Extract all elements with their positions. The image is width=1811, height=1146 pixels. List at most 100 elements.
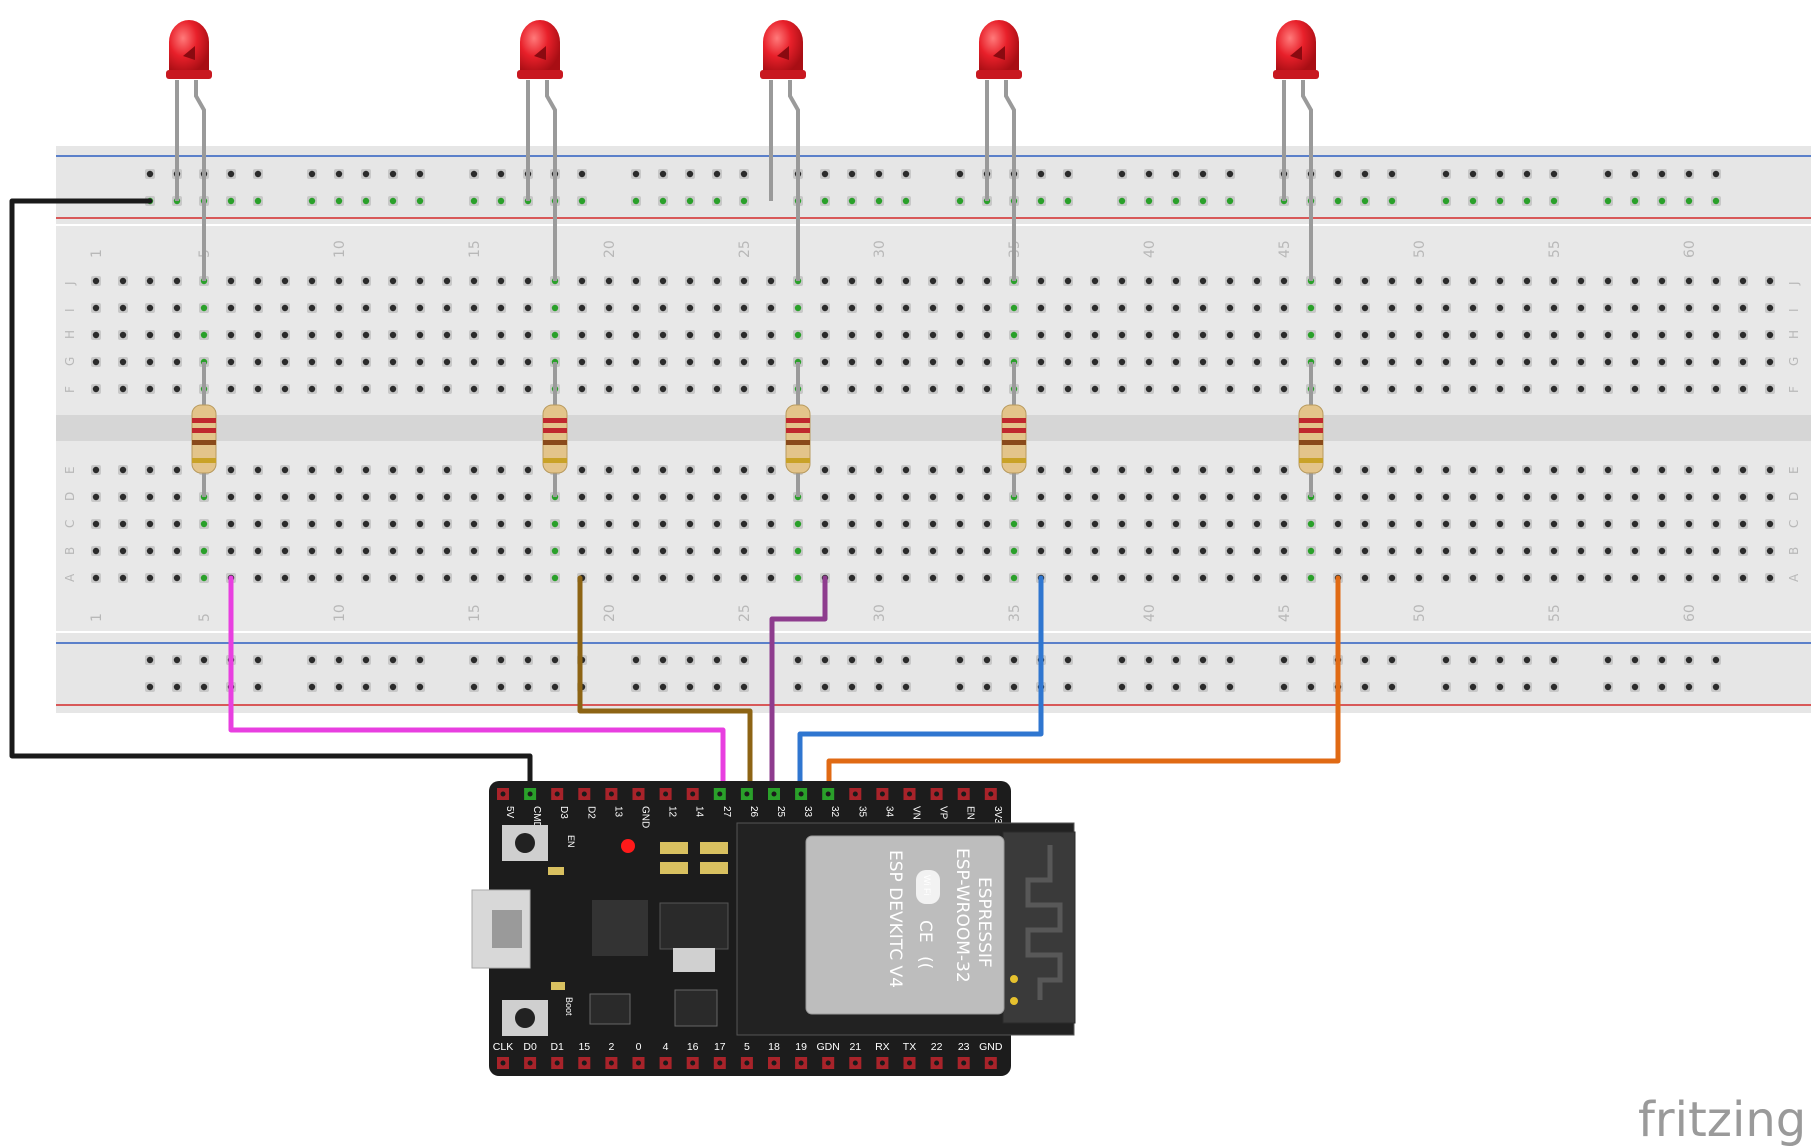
hole-top-socket xyxy=(119,358,127,366)
wire-gpio26[interactable] xyxy=(577,575,753,796)
led-4[interactable] xyxy=(976,20,1022,281)
hole-bottom-socket xyxy=(524,547,532,555)
rail-hole-top-socket xyxy=(470,170,478,178)
hole-top-socket xyxy=(1415,385,1423,393)
led-1[interactable] xyxy=(166,20,212,281)
bottom-pin-label: 5 xyxy=(744,1041,750,1053)
rail-hole-top-socket xyxy=(1037,170,1045,178)
hole-bottom-socket xyxy=(1118,574,1126,582)
hole-top-socket xyxy=(1199,385,1207,393)
rail-hole-bottom-socket xyxy=(686,656,694,664)
hole-bottom-socket xyxy=(632,466,640,474)
hole-top-socket xyxy=(1253,304,1261,312)
bottom-pin-hole xyxy=(961,1060,967,1066)
module-shield xyxy=(805,835,1005,1015)
hole-bottom-socket xyxy=(119,493,127,501)
hole-top-socket xyxy=(470,277,478,285)
wire-gpio27[interactable] xyxy=(228,575,726,796)
hole-bottom-socket xyxy=(389,574,397,582)
hole-top-socket xyxy=(1091,277,1099,285)
hole-top-socket xyxy=(1658,331,1666,339)
rail-hole-top-socket xyxy=(1685,170,1693,178)
top-pin-hole xyxy=(608,791,614,797)
resistor-4[interactable] xyxy=(1001,362,1027,497)
rail-hole-bottom-socket xyxy=(821,683,829,691)
row-label: B xyxy=(63,547,77,555)
hole-top-socket xyxy=(1469,304,1477,312)
led-5[interactable] xyxy=(1273,20,1319,281)
small-chip-2 xyxy=(674,989,718,1027)
hole-top-socket xyxy=(1442,304,1450,312)
hole-bottom-socket xyxy=(821,493,829,501)
wire-gnd[interactable] xyxy=(9,198,533,796)
smd-4 xyxy=(660,862,688,874)
led-die xyxy=(534,46,546,60)
hole-bottom-socket xyxy=(713,520,721,528)
hole-top-socket xyxy=(983,385,991,393)
column-label: 15 xyxy=(467,240,483,258)
hole-bottom-socket xyxy=(1253,574,1261,582)
hole-bottom-socket xyxy=(119,574,127,582)
resistor-band xyxy=(1299,440,1323,445)
breadboard-holes xyxy=(91,169,1775,692)
resistor-1[interactable] xyxy=(191,362,217,497)
hole-top-socket xyxy=(1739,358,1747,366)
wire-gpio33[interactable] xyxy=(797,575,1044,796)
hole-bottom-socket xyxy=(740,493,748,501)
hole-bottom-socket xyxy=(389,520,397,528)
rail-hole-top-socket xyxy=(1712,197,1720,205)
hole-top-socket xyxy=(92,304,100,312)
rail-hole-bottom-socket xyxy=(1496,683,1504,691)
resistor-3[interactable] xyxy=(785,362,811,497)
bottom-pin-label: 16 xyxy=(687,1041,699,1053)
hole-top-socket xyxy=(1604,277,1612,285)
hole-bottom-socket xyxy=(1631,493,1639,501)
resistor-5[interactable] xyxy=(1298,362,1324,497)
rail-hole-top-socket xyxy=(1361,197,1369,205)
hole-bottom-socket xyxy=(902,520,910,528)
rail-hole-top-socket xyxy=(686,197,694,205)
hole-top-socket xyxy=(119,304,127,312)
led-rim xyxy=(976,70,1022,79)
hole-top-socket xyxy=(1064,304,1072,312)
hole-bottom-socket xyxy=(983,466,991,474)
hole-top-socket xyxy=(254,304,262,312)
hole-top-socket xyxy=(200,331,208,339)
hole-bottom-socket xyxy=(1712,493,1720,501)
led-2[interactable] xyxy=(517,20,563,281)
hole-top-socket xyxy=(92,358,100,366)
hole-top-socket xyxy=(659,277,667,285)
wire-gpio25[interactable] xyxy=(769,575,828,796)
hole-bottom-socket xyxy=(1307,520,1315,528)
hole-bottom-socket xyxy=(1415,574,1423,582)
hole-bottom-socket xyxy=(1766,520,1774,528)
led-anode-leg xyxy=(1301,80,1313,281)
column-label: 40 xyxy=(1142,240,1158,258)
led-anode-leg xyxy=(788,80,800,281)
power-led xyxy=(621,839,635,853)
hole-top-socket xyxy=(308,304,316,312)
hole-bottom-socket xyxy=(1199,547,1207,555)
led-3[interactable] xyxy=(760,20,806,281)
hole-bottom-socket xyxy=(1334,547,1342,555)
hole-bottom-socket xyxy=(1739,520,1747,528)
hole-bottom-socket xyxy=(1334,520,1342,528)
wire-gpio32[interactable] xyxy=(826,575,1341,796)
hole-bottom-socket xyxy=(497,493,505,501)
hole-top-socket xyxy=(1064,277,1072,285)
hole-top-socket xyxy=(1577,358,1585,366)
hole-top-socket xyxy=(1685,331,1693,339)
hole-top-socket xyxy=(1631,385,1639,393)
hole-top-socket xyxy=(524,304,532,312)
hole-bottom-socket xyxy=(686,574,694,582)
rail-hole-bottom-socket xyxy=(1469,683,1477,691)
hole-top-socket xyxy=(497,358,505,366)
hole-bottom-socket xyxy=(362,520,370,528)
row-label: G xyxy=(63,357,77,366)
resistor-2[interactable] xyxy=(542,362,568,497)
hole-bottom-socket xyxy=(767,520,775,528)
hole-top-socket xyxy=(1577,331,1585,339)
hole-top-socket xyxy=(173,304,181,312)
rail-hole-bottom-socket xyxy=(1307,683,1315,691)
